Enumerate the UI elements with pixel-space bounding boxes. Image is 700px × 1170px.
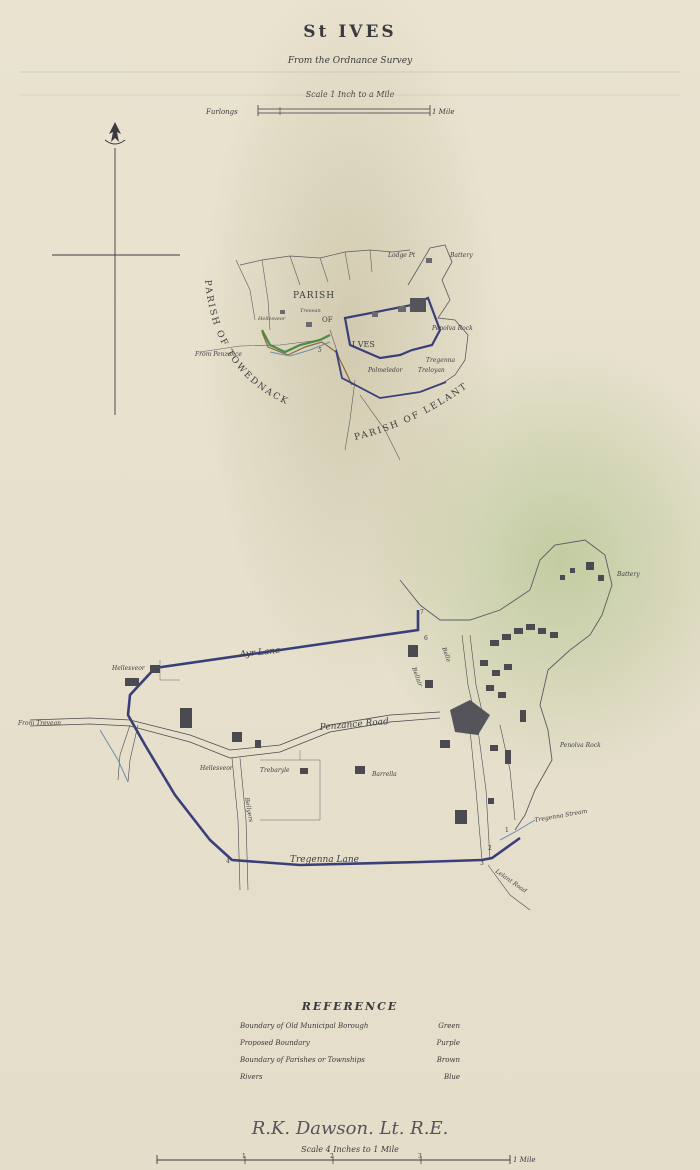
barrella-label: Barrella (371, 771, 397, 778)
reference-color: Brown (436, 1056, 460, 1064)
boundary-number-3: 3 (480, 860, 484, 867)
reference-color: Purple (436, 1039, 460, 1047)
overview-treloyan-label: Treloyan (418, 367, 445, 374)
boundary-number-2: 2 (488, 845, 492, 852)
overview-map: Furlongs 1 Mile (20, 71, 680, 461)
boundary-number-1: 1 (505, 827, 509, 834)
boundary-number-4: 4 (226, 858, 230, 865)
buildings (125, 562, 604, 824)
penzance-road-label: Penzance Road (318, 717, 389, 733)
bellair-label: Bellair (410, 665, 424, 688)
bottom-scale-tick: 1 (242, 1153, 246, 1160)
overview-battery-label: Battery (449, 252, 473, 259)
overview-lelant-label: PARISH OF LELANT (353, 381, 470, 443)
reference-row: Boundary of Old Municipal Borough Green (240, 1022, 460, 1030)
overview-penolva-label: Penolva Rock (431, 325, 473, 332)
penzance-road (29, 711, 441, 751)
bottom-scale-bar: 1 2 3 1 Mile (156, 1153, 535, 1164)
reference-color: Green (438, 1022, 460, 1030)
old-borough-boundary (261, 329, 331, 354)
page-subtitle: From the Ordnance Survey (287, 56, 413, 66)
main-coastline (399, 539, 613, 831)
boundary-number-6: 6 (424, 635, 428, 642)
bottom-scale-caption: Scale 4 Inches to 1 Mile (301, 1145, 399, 1154)
reference-title: REFERENCE (301, 1000, 399, 1013)
overview-polmeledor-label: Polmeledor (367, 367, 403, 374)
bottom-scale-end-label: 1 Mile (513, 1156, 535, 1164)
overview-lodge-label: Lodge Pt (387, 252, 416, 259)
coastline (407, 244, 469, 386)
overview-five-label: 5 (318, 347, 322, 354)
trebaryle-label: Trebaryle (260, 767, 290, 774)
boundary-number-7: 7 (420, 609, 424, 616)
main-map: Ayr Lane Penzance Road Tregenna Lane Bat… (17, 539, 640, 911)
overview-map-drawing: PARISH OF I VES From Penzance Lodge Pt B… (194, 244, 473, 461)
hellesveor-top-label: Hellesveor (111, 665, 146, 672)
reference-row: Proposed Boundary Purple (240, 1039, 460, 1047)
overview-ives-label: I VES (352, 340, 375, 349)
bellyers-label: Bellyers (243, 796, 254, 823)
reference-label: Boundary of Old Municipal Borough (240, 1022, 369, 1030)
reference-row: Rivers Blue (240, 1073, 460, 1081)
bottom-scale-tick: 2 (330, 1153, 334, 1160)
page-title: St IVES (303, 22, 397, 42)
reference-label: Rivers (240, 1073, 263, 1081)
top-scale-right-label: 1 Mile (432, 108, 454, 116)
parish-boundary (261, 331, 353, 386)
fleur-de-lis-icon (109, 122, 121, 142)
proposed-boundary (126, 610, 521, 867)
top-scale-caption: Scale 1 Inch to a Mile (305, 90, 395, 99)
top-scale-bar: Furlongs 1 Mile (205, 105, 454, 116)
overview-parish-label: PARISH (293, 291, 335, 301)
tregenna-stream-label: Tregenna Stream (534, 808, 588, 824)
reference-color: Blue (443, 1073, 460, 1081)
reference-row: Boundary of Parishes or Townships Brown (240, 1056, 460, 1064)
overview-trevean-label: Trevean (300, 308, 321, 314)
town-centre (450, 700, 490, 735)
lelant-road-label: Lelant Road (493, 867, 528, 894)
town-block (410, 298, 426, 312)
belle-label: Belle (440, 645, 452, 663)
bottom-scale-tick: 3 (418, 1153, 422, 1160)
hellesveor-low-label: Hellesveor (199, 765, 234, 772)
battery-label: Battery (616, 571, 640, 578)
surveyor-signature: R.K. Dawson. Lt. R.E. (251, 1118, 449, 1139)
from-trevean-label: From Trevean (17, 720, 61, 727)
overview-tregenna-label: Tregenna (426, 357, 456, 364)
top-scale-left-label: Furlongs (205, 108, 238, 116)
ayr-lane-label: Ayr Lane (238, 646, 281, 660)
reference-label: Proposed Boundary (240, 1039, 310, 1047)
overview-from-penzance-label: From Penzance (194, 351, 242, 358)
north-arrow (52, 122, 180, 415)
overview-hellesveor-label: Hellesveor (257, 316, 286, 322)
reference-label: Boundary of Parishes or Townships (240, 1056, 365, 1064)
overview-towednack-label: PARISH OF TOWEDNACK (202, 279, 291, 407)
overview-of-label: OF (322, 316, 333, 324)
tregenna-lane-label: Tregenna Lane (290, 855, 359, 865)
penolva-rock-label: Penolva Rock (559, 742, 601, 749)
